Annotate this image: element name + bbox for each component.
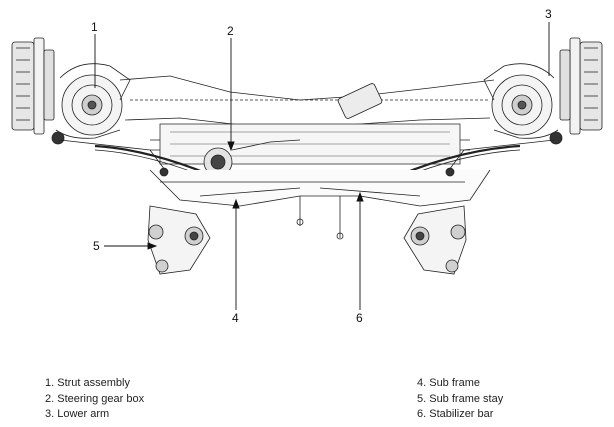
callout-5-label: 5 xyxy=(93,239,100,253)
right-lower-arm xyxy=(445,139,555,177)
callout-6-arrowhead xyxy=(356,191,364,202)
callout-6-label: 6 xyxy=(356,311,363,325)
legend-item-stabilizer-bar: 6. Stabilizer bar xyxy=(417,408,494,420)
callout-3-label: 3 xyxy=(545,7,552,21)
legend-right-column: 4. Sub frame 5. Sub frame stay 6. Stabil… xyxy=(417,376,503,423)
legend-item-strut-assembly: 1. Strut assembly xyxy=(45,377,130,389)
right-sub-frame-stay xyxy=(403,205,467,275)
right-brake-disc xyxy=(559,37,603,135)
legend-item-sub-frame: 4. Sub frame xyxy=(417,377,480,389)
callout-4-arrowhead xyxy=(232,198,240,209)
left-lower-arm xyxy=(59,139,169,177)
legend-item-steering-gear-box: 2. Steering gear box xyxy=(45,392,145,405)
left-sub-frame-stay xyxy=(147,205,211,275)
subframe-assembly-illustration: 1 2 3 4 5 6 xyxy=(11,7,603,325)
cross-member xyxy=(119,75,495,165)
legend-item-lower-arm: 3. Lower arm xyxy=(45,408,110,420)
legend-left-column: 1. Strut assembly 2. Steering gear box 3… xyxy=(45,376,144,423)
callout-5-arrowhead xyxy=(147,242,158,250)
callout-1-label: 1 xyxy=(91,20,98,34)
left-hub-knuckle xyxy=(51,63,131,145)
callout-2-arrowhead xyxy=(227,141,235,152)
callout-4-label: 4 xyxy=(232,311,239,325)
left-brake-disc xyxy=(11,37,55,135)
sub-frame xyxy=(149,169,491,240)
legend-item-sub-frame-stay: 5. Sub frame stay xyxy=(417,392,504,405)
callout-2-label: 2 xyxy=(227,24,234,38)
right-hub-knuckle xyxy=(483,63,563,145)
